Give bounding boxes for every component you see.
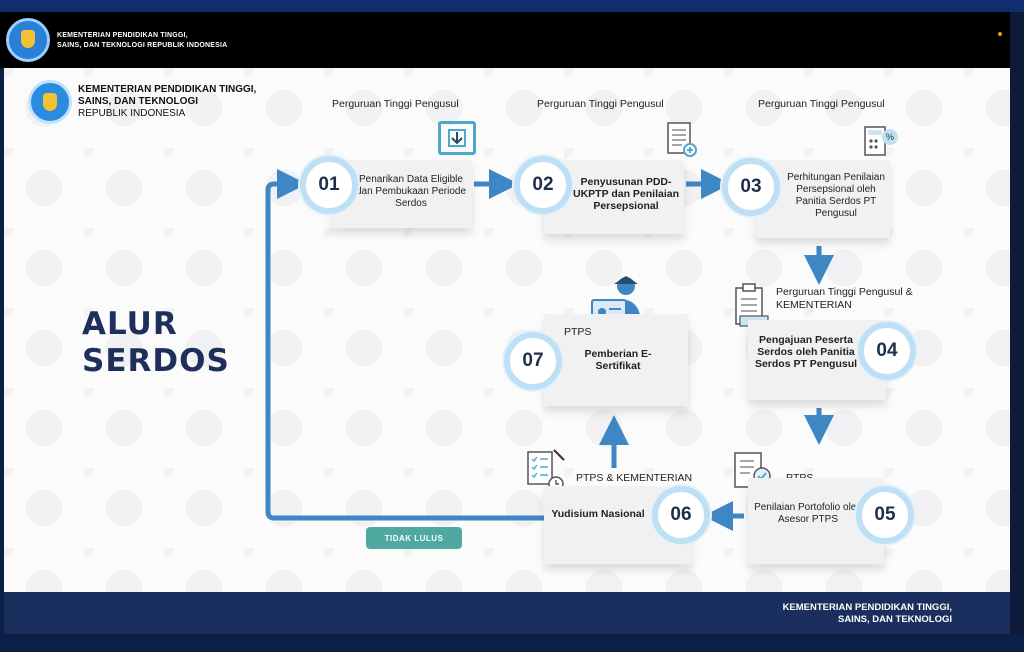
video-header: KEMENTERIAN PENDIDIKAN TINGGI, SAINS, DA… bbox=[0, 12, 1010, 68]
svg-text:%: % bbox=[886, 132, 894, 142]
footer-line2: SAINS, DAN TEKNOLOGI bbox=[837, 614, 952, 625]
tut-wuri-logo-icon bbox=[6, 18, 50, 62]
bottom-strip bbox=[0, 634, 1024, 652]
step-07-actor: PTPS bbox=[564, 326, 592, 338]
top-bar bbox=[0, 0, 1024, 12]
step-03-actor: Perguruan Tinggi Pengusul bbox=[758, 98, 885, 110]
step-03-card: Perhitungan Penilaian Persepsional oleh … bbox=[756, 160, 890, 238]
slide-institution: KEMENTERIAN PENDIDIKAN TINGGI, SAINS, DA… bbox=[78, 84, 256, 120]
header-institution: KEMENTERIAN PENDIDIKAN TINGGI, SAINS, DA… bbox=[57, 32, 228, 49]
step-02-actor: Perguruan Tinggi Pengusul bbox=[537, 98, 664, 110]
calculator-icon: % bbox=[862, 124, 900, 165]
title-line2: SERDOS bbox=[82, 343, 230, 379]
step-06-number: 06 bbox=[652, 486, 710, 544]
step-01-number: 01 bbox=[300, 156, 358, 214]
page-title: ALUR SERDOS bbox=[82, 306, 230, 380]
footer-bar: KEMENTERIAN PENDIDIKAN TINGGI, SAINS, DA… bbox=[4, 592, 1010, 634]
step-02-text: Penyusunan PDD-UKPTP dan Penilaian Perse… bbox=[573, 176, 679, 212]
slide-logo-icon bbox=[28, 80, 72, 124]
step-07-text: Pemberian E-Sertifikat bbox=[584, 348, 652, 372]
step-06-text: Yudisium Nasional bbox=[551, 508, 645, 520]
step-01-actor: Perguruan Tinggi Pengusul bbox=[332, 98, 459, 110]
title-line1: ALUR bbox=[82, 306, 178, 342]
step-07-number: 07 bbox=[504, 332, 562, 390]
inst-line2: SAINS, DAN TEKNOLOGI bbox=[78, 96, 199, 107]
inst-line3: REPUBLIK INDONESIA bbox=[78, 108, 186, 119]
footer-institution: KEMENTERIAN PENDIDIKAN TINGGI, SAINS, DA… bbox=[783, 602, 952, 626]
flow-connectors bbox=[265, 169, 834, 531]
footer-line1: KEMENTERIAN PENDIDIKAN TINGGI, bbox=[782, 602, 952, 613]
step-07-card: PTPS Pemberian E-Sertifikat bbox=[544, 314, 688, 406]
step-04-number: 04 bbox=[858, 322, 916, 380]
step-03-text: Perhitungan Penilaian Persepsional oleh … bbox=[787, 172, 885, 219]
status-badge-tidak-lulus: TIDAK LULUS bbox=[366, 527, 462, 549]
download-icon bbox=[438, 121, 476, 155]
step-05-card: Penilaian Portofolio oleh Asesor PTPS bbox=[748, 478, 884, 564]
document-icon bbox=[664, 120, 698, 163]
step-06-actor: PTPS & KEMENTERIAN bbox=[576, 472, 693, 484]
step-02-number: 02 bbox=[514, 156, 572, 214]
arrow-loop-back bbox=[265, 169, 544, 521]
right-edge bbox=[1010, 12, 1024, 652]
step-04-text: Pengajuan Peserta Serdos oleh Panitia Se… bbox=[754, 334, 858, 370]
slide: KEMENTERIAN PENDIDIKAN TINGGI, SAINS, DA… bbox=[4, 68, 1010, 592]
step-05-number: 05 bbox=[856, 486, 914, 544]
step-05-text: Penilaian Portofolio oleh Asesor PTPS bbox=[754, 502, 862, 525]
step-04-actor: Perguruan Tinggi Pengusul & KEMENTERIAN bbox=[776, 286, 913, 311]
inst-line1: KEMENTERIAN PENDIDIKAN TINGGI, bbox=[78, 84, 257, 95]
step-03-number: 03 bbox=[722, 158, 780, 216]
status-dot-icon bbox=[998, 32, 1002, 36]
step-01-text: Penarikan Data Eligible dan Pembukaan Pe… bbox=[355, 174, 467, 209]
